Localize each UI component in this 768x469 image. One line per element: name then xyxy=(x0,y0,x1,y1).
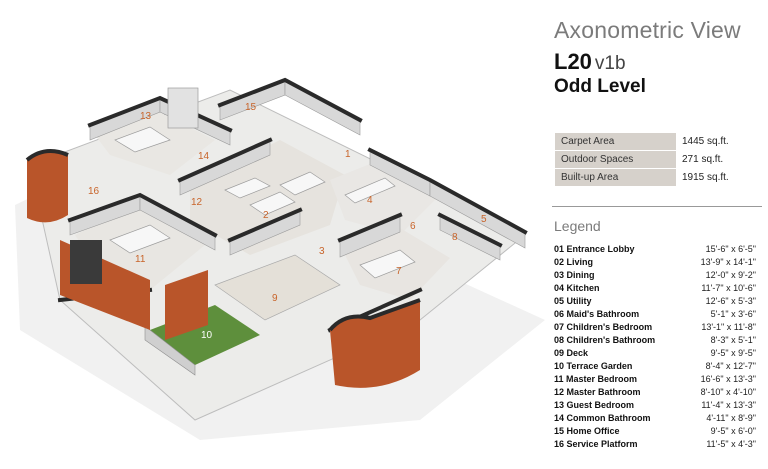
legend-item: 13 Guest Bedroom 11'-4" x 13'-3" xyxy=(554,399,756,412)
deck xyxy=(214,254,341,321)
legend-dims: 9'-5" x 6'-0" xyxy=(710,426,756,436)
legend-room: 13 Guest Bedroom xyxy=(554,400,635,410)
area-label: Built-up Area xyxy=(555,168,676,187)
brick-elements xyxy=(25,149,421,388)
legend-room: 03 Dining xyxy=(554,270,595,280)
legend-item: 15 Home Office 9'-5" x 6'-0" xyxy=(554,425,756,438)
axonometric-plan: 1 2 3 4 5 6 7 8 9 10 11 12 13 14 15 16 xyxy=(15,77,545,440)
area-row: Built-up Area 1915 sq.ft. xyxy=(555,168,759,187)
room-label-14: 14 xyxy=(198,151,210,162)
room-label-3: 3 xyxy=(319,246,325,257)
room-label-5: 5 xyxy=(481,214,487,225)
legend-item: 05 Utility 12'-6" x 5'-3" xyxy=(554,295,756,308)
unit-version: v1b xyxy=(594,53,626,74)
legend-room: 12 Master Bathroom xyxy=(554,387,641,397)
legend-room: 02 Living xyxy=(554,257,594,267)
legend-dims: 5'-1" x 3'-6" xyxy=(710,309,756,319)
room-label-1: 1 xyxy=(345,149,351,160)
legend-title: Legend xyxy=(554,218,601,234)
legend-room: 11 Master Bedroom xyxy=(554,374,638,384)
legend-room: 05 Utility xyxy=(554,296,592,306)
legend-item: 06 Maid's Bathroom 5'-1" x 3'-6" xyxy=(554,308,756,321)
legend-room: 06 Maid's Bathroom xyxy=(554,309,640,319)
legend-item: 09 Deck 9'-5" x 9'-5" xyxy=(554,347,756,360)
room-label-11: 11 xyxy=(135,254,146,265)
legend-item: 03 Dining 12'-0" x 9'-2" xyxy=(554,269,756,282)
legend-dims: 13'-9" x 14'-1" xyxy=(700,257,756,267)
legend-room: 08 Children's Bathroom xyxy=(554,335,656,345)
room-label-4: 4 xyxy=(367,195,373,206)
divider xyxy=(552,206,762,207)
area-value: 1445 sq.ft. xyxy=(676,133,759,151)
legend-room: 16 Service Platform xyxy=(554,439,638,449)
legend-item: 14 Common Bathroom 4'-11" x 8'-9" xyxy=(554,412,756,425)
legend-dims: 11'-7" x 10'-6" xyxy=(701,283,756,293)
legend-dims: 13'-1" x 11'-8" xyxy=(701,322,756,332)
view-title: Axonometric View xyxy=(554,17,741,43)
room-label-8: 8 xyxy=(452,232,458,243)
area-label: Carpet Area xyxy=(555,133,676,151)
legend-item: 12 Master Bathroom 8'-10" x 4'-10" xyxy=(554,386,756,399)
legend-room: 15 Home Office xyxy=(554,426,620,436)
legend-item: 16 Service Platform 11'-5" x 4'-3" xyxy=(554,438,756,451)
legend-item: 08 Children's Bathroom 8'-3" x 5'-1" xyxy=(554,334,756,347)
legend-room: 09 Deck xyxy=(554,348,589,358)
legend-item: 07 Children's Bedroom 13'-1" x 11'-8" xyxy=(554,321,756,334)
room-label-6: 6 xyxy=(410,221,416,232)
legend-item: 01 Entrance Lobby 15'-6" x 6'-5" xyxy=(554,243,756,256)
area-value: 1915 sq.ft. xyxy=(676,168,759,187)
legend-dims: 9'-5" x 9'-5" xyxy=(710,348,756,358)
legend-item: 04 Kitchen 11'-7" x 10'-6" xyxy=(554,282,756,295)
room-label-7: 7 xyxy=(396,266,402,277)
area-row: Outdoor Spaces 271 sq.ft. xyxy=(555,150,759,169)
legend-room: 10 Terrace Garden xyxy=(554,361,633,371)
room-label-10: 10 xyxy=(201,330,213,341)
kitchen-floor xyxy=(330,160,440,235)
legend-dims: 8'-10" x 4'-10" xyxy=(700,387,756,397)
legend-dims: 8'-4" x 12'-7" xyxy=(705,361,756,371)
legend-room: 07 Children's Bedroom xyxy=(554,322,653,332)
area-label: Outdoor Spaces xyxy=(555,150,676,169)
legend-dims: 11'-4" x 13'-3" xyxy=(701,400,756,410)
furniture xyxy=(109,87,416,279)
floor-plan-drawing: 1 2 3 4 5 6 7 8 9 10 11 12 13 14 15 16 xyxy=(15,77,545,440)
legend-room: 14 Common Bathroom xyxy=(554,413,651,423)
room-labels: 1 2 3 4 5 6 7 8 9 10 11 12 13 14 15 16 xyxy=(88,102,487,341)
legend-item: 02 Living 13'-9" x 14'-1" xyxy=(554,256,756,269)
room-label-13: 13 xyxy=(140,111,152,122)
room-label-12: 12 xyxy=(191,197,203,208)
legend-list: 01 Entrance Lobby 15'-6" x 6'-5" 02 Livin… xyxy=(554,243,756,451)
legend-dims: 15'-6" x 6'-5" xyxy=(705,244,756,254)
room-label-9: 9 xyxy=(272,293,278,304)
area-row: Carpet Area 1445 sq.ft. xyxy=(555,133,759,151)
legend-dims: 12'-0" x 9'-2" xyxy=(705,270,756,280)
wall-caps xyxy=(57,77,528,333)
area-table: Carpet Area 1445 sq.ft. Outdoor Spaces 2… xyxy=(555,133,759,187)
area-value: 271 sq.ft. xyxy=(676,150,759,169)
legend-room: 04 Kitchen xyxy=(554,283,600,293)
legend-room: 01 Entrance Lobby xyxy=(554,244,635,254)
legend-dims: 4'-11" x 8'-9" xyxy=(706,413,756,423)
room-label-15: 15 xyxy=(245,102,257,113)
unit-code: L20 xyxy=(554,49,592,74)
room-label-16: 16 xyxy=(88,186,100,197)
legend-dims: 16'-6" x 13'-3" xyxy=(700,374,756,384)
room-label-2: 2 xyxy=(263,210,269,221)
legend-item: 10 Terrace Garden 8'-4" x 12'-7" xyxy=(554,360,756,373)
level-heading: Odd Level xyxy=(554,76,646,97)
legend-dims: 11'-5" x 4'-3" xyxy=(706,439,756,449)
legend-dims: 12'-6" x 5'-3" xyxy=(705,296,756,306)
legend-item: 11 Master Bedroom 16'-6" x 13'-3" xyxy=(554,373,756,386)
legend-dims: 8'-3" x 5'-1" xyxy=(710,335,756,345)
